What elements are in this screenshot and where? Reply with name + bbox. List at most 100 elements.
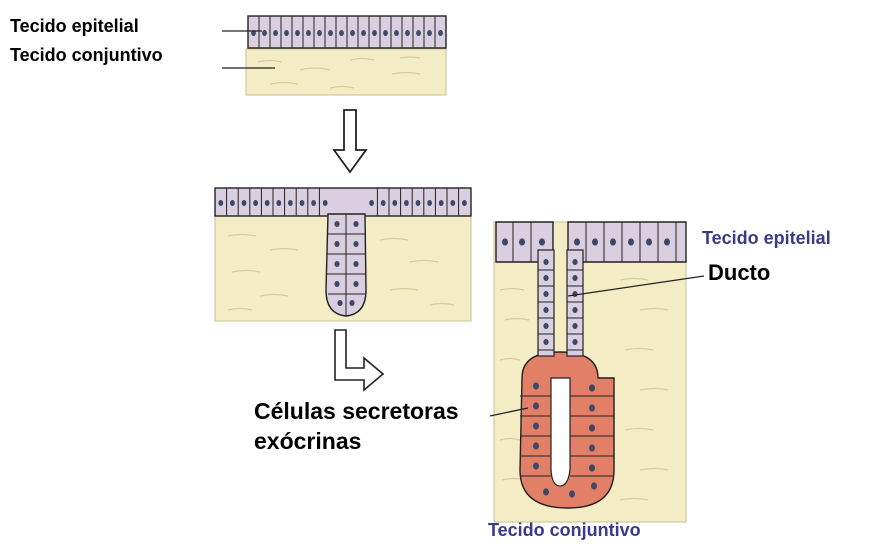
cell-nucleus [317, 30, 322, 36]
cell-nucleus [591, 482, 597, 490]
duct [537, 249, 584, 357]
cell-nucleus [337, 300, 343, 306]
cell-nucleus [589, 384, 595, 392]
leader-duct [567, 275, 705, 297]
cell-nucleus [543, 307, 549, 313]
label-secretory-line2: exócrinas [254, 428, 362, 454]
cell-nucleus [415, 200, 421, 206]
cell-nucleus [353, 241, 359, 247]
cell-nucleus [218, 200, 224, 206]
cell-nucleus [533, 442, 539, 450]
cell-nucleus [519, 238, 525, 246]
cell-nucleus [533, 402, 539, 410]
cell-nucleus [438, 30, 443, 36]
cell-nucleus [589, 444, 595, 452]
cell-nucleus [502, 238, 508, 246]
cell-nucleus [572, 339, 578, 345]
label-bottom-connective: Tecido conjuntivo [488, 520, 641, 540]
cell-nucleus [572, 307, 578, 313]
cell-nucleus [543, 339, 549, 345]
cell-nucleus [339, 30, 344, 36]
panel-flat-tissue [245, 15, 447, 96]
cell-nucleus [574, 238, 580, 246]
cell-nucleus [404, 200, 409, 206]
cell-nucleus [569, 490, 575, 498]
cell-nucleus [462, 200, 467, 206]
panel-exocrine-gland [493, 221, 687, 523]
cell-nucleus [438, 200, 444, 206]
cell-nucleus [299, 200, 305, 206]
cell-nucleus [334, 241, 340, 247]
connective-fibers-2 [227, 233, 455, 311]
cell-nucleus [311, 200, 316, 206]
connective-tissue-block [245, 48, 447, 96]
leader-lines [222, 30, 705, 417]
cell-nucleus [450, 200, 456, 206]
cell-nucleus [353, 281, 359, 287]
cell-nucleus [392, 200, 398, 206]
panel-invagination [214, 187, 472, 322]
surface-epithelium [495, 221, 687, 263]
cell-nucleus [380, 200, 386, 206]
cell-nucleus [361, 30, 366, 36]
cell-nucleus [416, 30, 421, 36]
label-right-epithelial: Tecido epitelial [702, 228, 831, 248]
epithelial-layer [247, 15, 447, 49]
cell-nucleus [306, 30, 311, 36]
cell-nucleus [288, 200, 293, 206]
cell-nucleus [241, 200, 247, 206]
cell-nucleus [405, 30, 410, 36]
cell-nucleus [543, 488, 549, 496]
cell-nucleus [262, 30, 267, 36]
cell-nucleus [628, 238, 634, 246]
cell-nucleus [334, 221, 340, 227]
cell-nucleus [328, 30, 333, 36]
cell-nucleus [610, 238, 616, 246]
cell-nucleus [646, 238, 652, 246]
cell-nucleus [533, 382, 539, 390]
cell-nucleus [572, 323, 578, 329]
cell-nucleus [369, 200, 374, 206]
cell-nucleus [295, 30, 300, 36]
cell-nucleus [334, 261, 340, 267]
cell-nucleus [539, 238, 545, 246]
cell-nucleus [543, 323, 549, 329]
cell-nucleus [533, 422, 539, 430]
cell-nucleus [353, 261, 359, 267]
connective-fibers [257, 56, 421, 89]
cell-nucleus [284, 30, 289, 36]
cell-nucleus [264, 200, 270, 206]
cell-nucleus [572, 259, 578, 265]
cell-nucleus [572, 291, 578, 297]
cell-nucleus [349, 300, 355, 306]
leader-secretory [489, 407, 529, 417]
connective-fibers-3 [499, 277, 669, 501]
cell-nucleus [664, 238, 670, 246]
cell-nucleus [353, 221, 359, 227]
down-arrow-icon [332, 109, 368, 174]
epithelial-layer-2 [214, 187, 472, 217]
label-secretory-line1: Células secretoras [254, 398, 459, 424]
cell-nucleus [533, 462, 539, 470]
cell-nucleus [334, 281, 340, 287]
cell-nucleus [543, 259, 549, 265]
cell-nucleus [589, 424, 595, 432]
cell-nucleus [383, 30, 388, 36]
cell-nucleus [276, 200, 282, 206]
right-turn-arrow-icon [334, 329, 385, 392]
cell-nucleus [253, 200, 258, 206]
cell-nucleus [372, 30, 377, 36]
cell-nucleus [427, 200, 432, 206]
cell-nucleus [589, 404, 595, 412]
cell-nucleus [322, 200, 328, 206]
cell-nucleus [230, 200, 235, 206]
cell-nucleus [589, 464, 595, 472]
cell-nucleus [350, 30, 355, 36]
secretory-portion [519, 351, 615, 509]
cell-nucleus [273, 30, 278, 36]
label-top-epithelial: Tecido epitelial [10, 16, 139, 36]
cell-nucleus [572, 275, 578, 281]
label-duct: Ducto [708, 260, 771, 285]
